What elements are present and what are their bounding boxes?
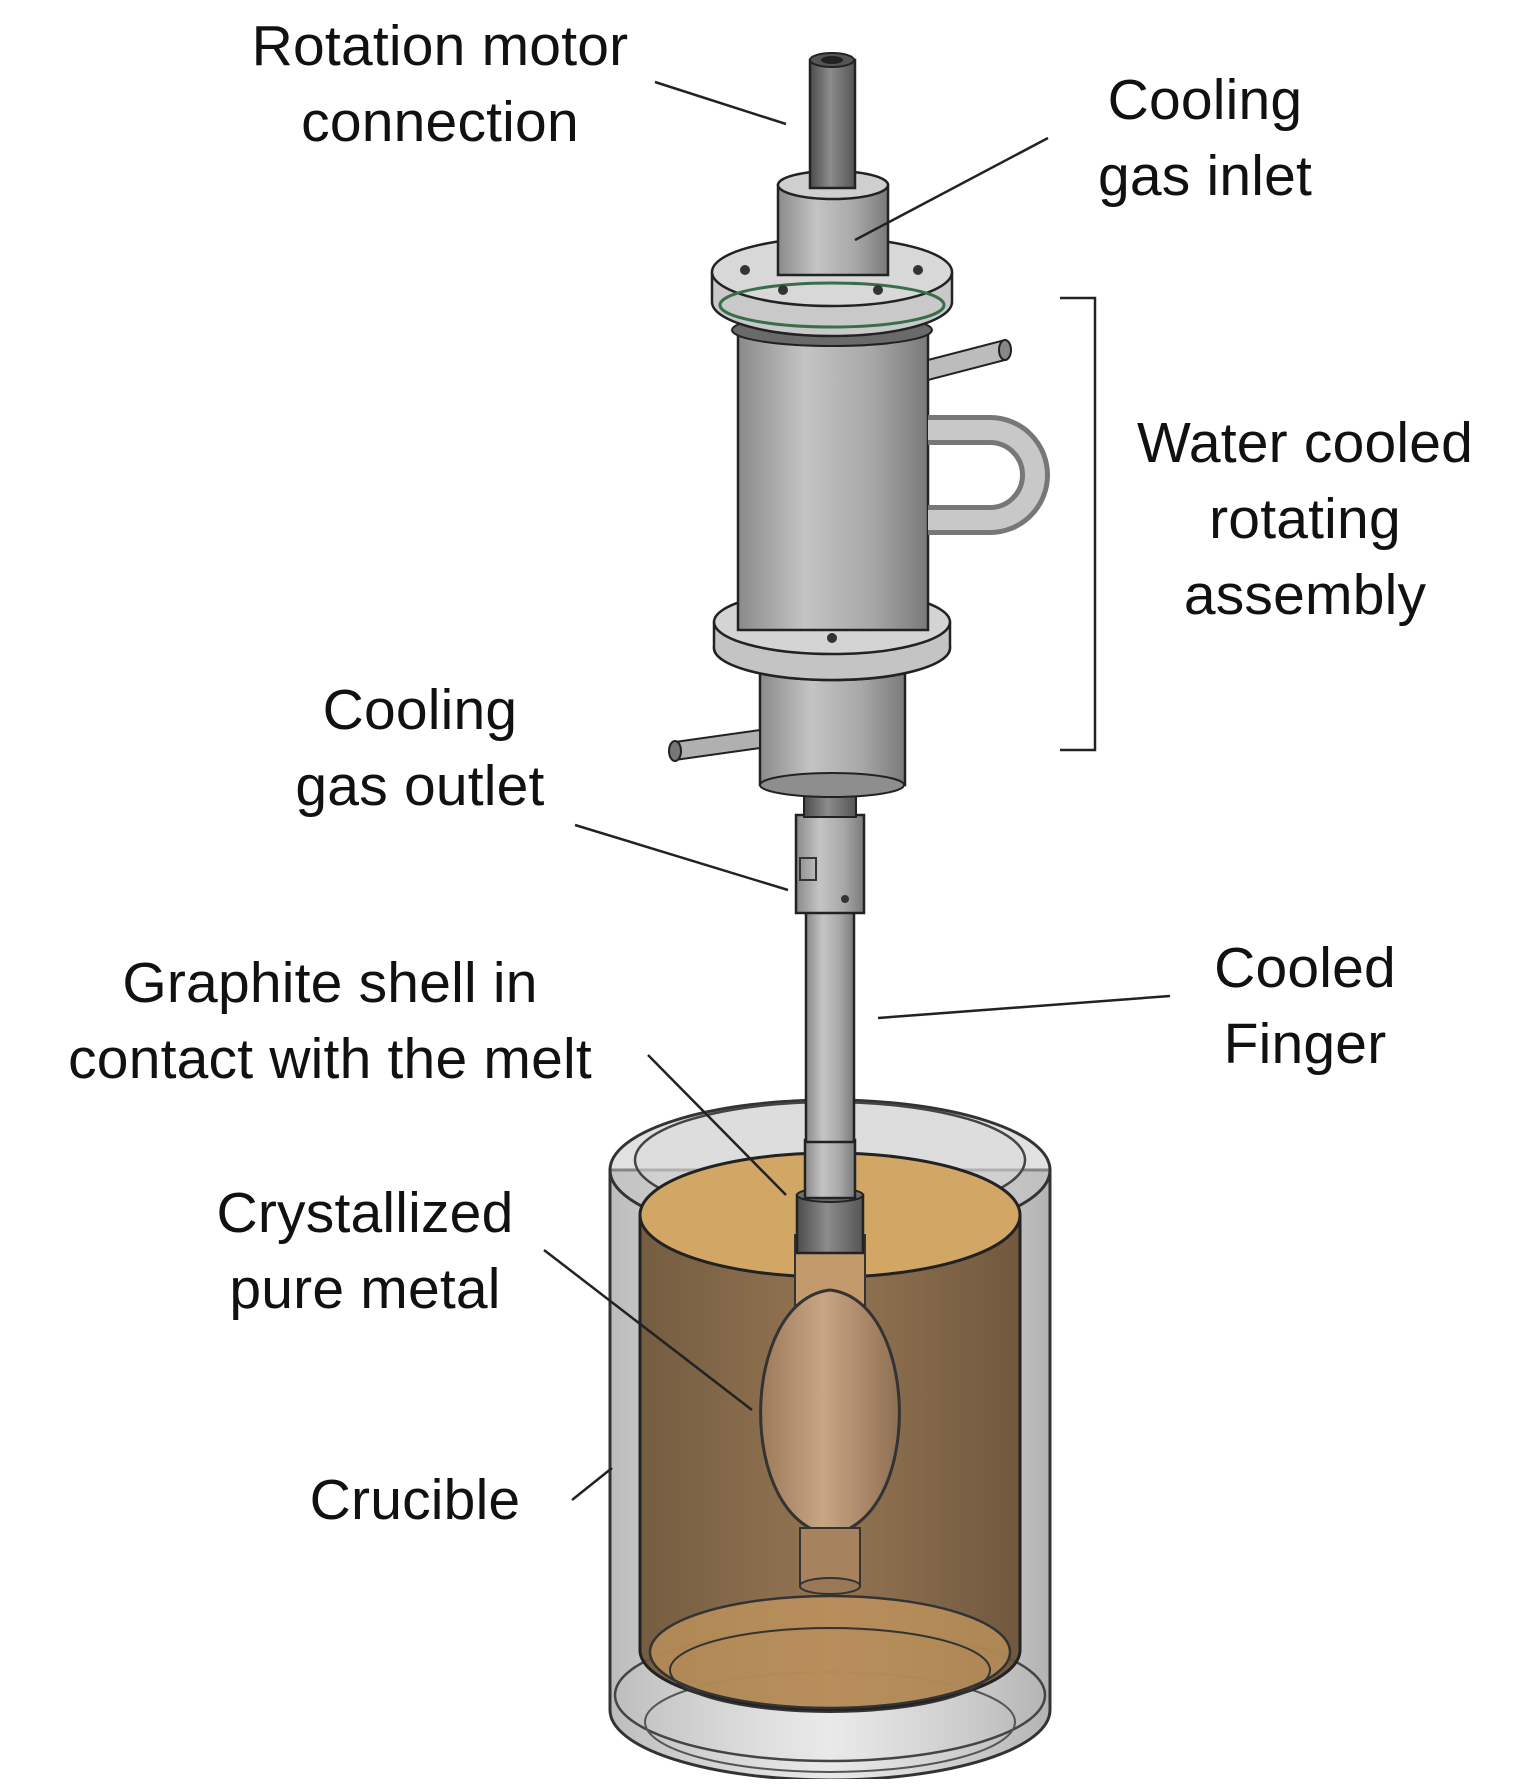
- label-gas-outlet: Cooling gas outlet: [270, 672, 570, 824]
- label-crucible-line1: Crucible: [309, 1468, 521, 1532]
- label-crystallized-line1: Crystallized: [216, 1181, 514, 1245]
- graphite-shell: [795, 1138, 865, 1255]
- label-rotation-motor: Rotation motor connection: [220, 8, 660, 160]
- label-water-assembly-line2: rotating: [1209, 487, 1401, 551]
- label-gas-outlet-line1: Cooling: [322, 678, 518, 742]
- leader-cooled-finger: [877, 994, 1171, 1020]
- assembly-bracket: [1060, 296, 1097, 752]
- label-water-assembly-line3: assembly: [1183, 563, 1427, 627]
- leader-gas-outlet: [574, 823, 789, 892]
- leader-gas-inlet: [854, 136, 1049, 242]
- leader-crucible: [571, 1467, 613, 1501]
- label-gas-outlet-line2: gas outlet: [295, 754, 545, 818]
- label-rotation-motor-line1: Rotation motor: [251, 14, 629, 78]
- label-rotation-motor-line2: connection: [301, 90, 579, 154]
- leader-rotation-motor: [654, 80, 787, 126]
- leader-graphite-shell: [647, 1054, 787, 1196]
- label-crystallized-line2: pure metal: [229, 1257, 501, 1321]
- label-water-assembly-line1: Water cooled: [1136, 411, 1474, 475]
- cooled-finger: [794, 784, 866, 1144]
- label-cooled-finger: Cooled Finger: [1170, 930, 1440, 1082]
- label-cooled-finger-line2: Finger: [1223, 1012, 1387, 1076]
- label-graphite-shell-line2: contact with the melt: [68, 1027, 592, 1091]
- label-graphite-shell-line1: Graphite shell in: [122, 951, 538, 1015]
- label-cooled-finger-line1: Cooled: [1214, 936, 1396, 1000]
- label-crystallized: Crystallized pure metal: [190, 1175, 540, 1327]
- label-gas-inlet-line2: gas inlet: [1097, 144, 1313, 208]
- label-gas-inlet: Cooling gas inlet: [1060, 62, 1350, 214]
- water-cooled-assembly: [668, 52, 1050, 798]
- label-crucible: Crucible: [285, 1462, 545, 1538]
- label-gas-inlet-line1: Cooling: [1107, 68, 1303, 132]
- label-graphite-shell: Graphite shell in contact with the melt: [20, 945, 640, 1097]
- leader-lines: [543, 80, 1171, 1501]
- label-water-assembly: Water cooled rotating assembly: [1110, 405, 1500, 633]
- leader-crystallized: [543, 1249, 753, 1411]
